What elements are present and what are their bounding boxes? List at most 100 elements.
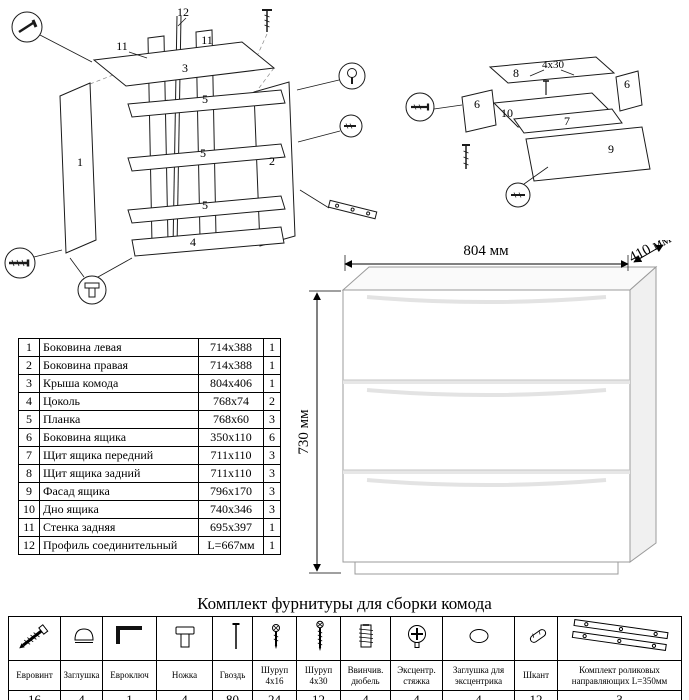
part-number: 11: [18, 518, 40, 537]
panel-part-4-plinth: [131, 226, 285, 257]
assembled-dresser-view: 804 мм 410 мм 730 мм: [296, 240, 674, 575]
part-name: Боковина правая: [39, 356, 199, 375]
height-dimension: 730 мм: [296, 290, 341, 574]
width-dimension: 804 мм: [344, 243, 629, 271]
part-quantity: 3: [263, 446, 281, 465]
hardware-quantity: 4: [156, 690, 213, 700]
part-size: 350x110: [198, 428, 264, 447]
hardware-name: Шуруп 4x16: [252, 660, 297, 691]
hardware-quantity: 12: [296, 690, 341, 700]
part-quantity: 2: [263, 392, 281, 411]
screw-callout-icon: [297, 114, 363, 143]
hardware-name: Евроключ: [102, 660, 157, 691]
part-label-3: 3: [182, 61, 188, 75]
screw-callout-icon: [405, 92, 463, 122]
part-label-2: 2: [269, 154, 275, 168]
part-label-1: 1: [77, 155, 83, 169]
hardware-icon-cell: [212, 616, 253, 661]
part-number: 6: [18, 428, 40, 447]
panel-part-3-top: [92, 41, 276, 87]
table-row: 4 Цоколь 768x74 2: [18, 392, 281, 411]
part-label-7: 7: [564, 114, 570, 128]
part-name: Дно ящика: [39, 500, 199, 519]
hardware-icon-cell: [102, 616, 157, 661]
part-name: Боковина ящика: [39, 428, 199, 447]
hardware-icon-cell: [340, 616, 391, 661]
hardware-name: Шкант: [514, 660, 558, 691]
part-number: 10: [18, 500, 40, 519]
part-number: 9: [18, 482, 40, 501]
dresser-body: [341, 265, 658, 575]
hardware-table: Евровинт Заглушка Евроключ Ножка Гвоздь …: [8, 616, 682, 700]
part-size: 695x397: [198, 518, 264, 537]
cam-lock-icon: [407, 625, 426, 648]
drawer-gaps: [343, 379, 630, 474]
part-size: 768x60: [198, 410, 264, 429]
panel-part-1-left-side: [59, 82, 97, 254]
hardware-name: Шуруп 4x30: [296, 660, 341, 691]
part-label-5: 5: [200, 146, 206, 160]
part-label-8: 8: [513, 66, 519, 80]
panel-part-6-drawer-side-left: [461, 89, 497, 133]
panel-part-7-drawer-front: [513, 108, 623, 134]
part-size: 714x388: [198, 356, 264, 375]
part-quantity: 1: [263, 356, 281, 375]
hardware-name: Ввинчив. дюбель: [340, 660, 391, 691]
table-row: 8 Щит ящика задний 711x110 3: [18, 464, 281, 483]
drawer-slide-icon: [299, 189, 378, 220]
nail-icon: [232, 623, 240, 649]
part-label-5: 5: [202, 92, 208, 106]
hardware-quantity: 3: [557, 690, 682, 700]
panel-part-5-rail-3: [127, 195, 286, 224]
table-row: 5 Планка 768x60 3: [18, 410, 281, 429]
part-label-11: 11: [116, 39, 128, 53]
part-quantity: 6: [263, 428, 281, 447]
hardware-quantity: 16: [8, 690, 61, 700]
assembly-guide-lines: [89, 33, 275, 107]
part-number: 1: [18, 338, 40, 357]
hardware-name: Евровинт: [8, 660, 61, 691]
table-row: 3 Крыша комода 804x406 1: [18, 374, 281, 393]
hardware-name: Заглушка для эксцентрика: [442, 660, 515, 691]
part-size: 768x74: [198, 392, 264, 411]
part-number: 4: [18, 392, 40, 411]
hardware-icon-cell: [442, 616, 515, 661]
hardware-quantity: 80: [212, 690, 253, 700]
panel-part-8-drawer-back: [488, 56, 616, 84]
panel-part-6-drawer-side-right: [615, 70, 643, 112]
part-name: Боковина левая: [39, 338, 199, 357]
hardware-quantity: 1: [102, 690, 157, 700]
hex-key-icon: [115, 626, 142, 644]
hardware-callout-icon: [505, 166, 549, 208]
hardware-icon-cell: [252, 616, 297, 661]
foot-icon: [175, 626, 194, 648]
part-size: 714x388: [198, 338, 264, 357]
part-size: 740x346: [198, 500, 264, 519]
hardware-quantity: 4: [340, 690, 391, 700]
confirmat-screw-icon: [18, 624, 48, 649]
part-name: Профиль соединительный: [39, 536, 199, 555]
screw-top-icon: [262, 9, 272, 32]
part-name: Щит ящика передний: [39, 446, 199, 465]
screw-note-leaders: [529, 69, 575, 77]
table-row: 9 Фасад ящика 796x170 3: [18, 482, 281, 501]
hardware-name-row: Евровинт Заглушка Евроключ Ножка Гвоздь …: [8, 660, 682, 691]
part-name: Планка: [39, 410, 199, 429]
parts-table: 1 Боковина левая 714x388 1 2 Боковина пр…: [18, 338, 281, 555]
table-row: 10 Дно ящика 740x346 3: [18, 500, 281, 519]
wood-dowel-icon: [529, 629, 547, 643]
hardware-quantity: 24: [252, 690, 297, 700]
hardware-name: Эксцентр. стяжка: [390, 660, 443, 691]
hardware-icon-cell: [514, 616, 558, 661]
part-number: 12: [18, 536, 40, 555]
part-number: 2: [18, 356, 40, 375]
foot-callout-icon: [69, 257, 133, 305]
part-label-6: 6: [624, 77, 630, 91]
part-name: Фасад ящика: [39, 482, 199, 501]
part-number: 3: [18, 374, 40, 393]
hardware-icon-cell: [296, 616, 341, 661]
screw-size-note: 4x30: [542, 59, 565, 71]
part-quantity: 1: [263, 374, 281, 393]
part-size: 711x110: [198, 464, 264, 483]
part-quantity: 1: [263, 338, 281, 357]
